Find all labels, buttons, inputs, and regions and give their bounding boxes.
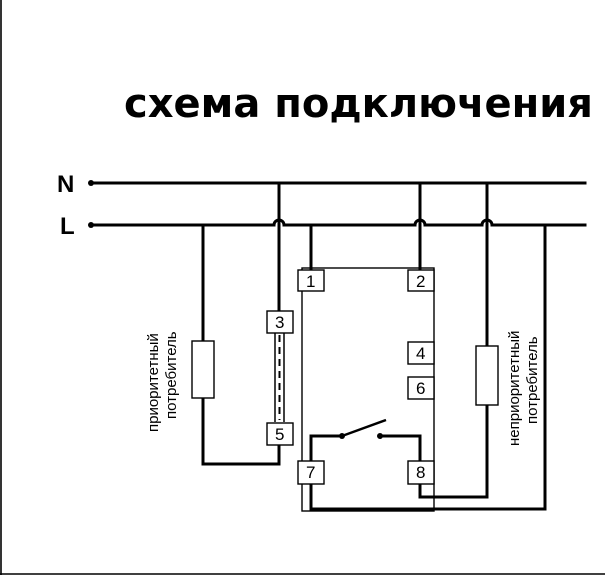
non-priority-load-label-line1: неприоритетный [506,331,523,446]
terminal-2: 2 [407,269,435,292]
priority-load-return-wire [201,396,281,466]
contact-wire-left [309,434,344,462]
non-priority-load-label-line2: потребитель [524,336,541,424]
terminal-8-number: 8 [416,463,425,482]
priority-load-label-line1: приоритетный [145,333,162,432]
terminal-3-number: 3 [275,313,284,332]
terminal-8: 8 [407,460,435,485]
terminal-2-number: 2 [416,272,425,291]
terminal-6-number: 6 [416,379,425,398]
terminal-4-number: 4 [416,344,425,363]
diagram-title: схема подключения [124,81,593,127]
terminal-5-number: 5 [275,425,284,444]
priority-load-resistor [191,340,215,399]
terminal-1: 1 [297,269,325,292]
neutral-label: N [57,171,74,198]
contact-wire-right [378,434,422,462]
terminal-5: 5 [266,422,294,446]
terminal-1-number: 1 [306,272,315,291]
live-label: L [60,213,75,240]
priority-load-label: приоритетный потребитель [145,331,180,432]
priority-load-label-line2: потребитель [163,331,180,419]
non-priority-load-wire [418,403,489,499]
terminal-4: 4 [407,341,435,365]
terminal-7-number: 7 [306,463,315,482]
terminal-6: 6 [407,376,435,400]
terminal-3: 3 [266,310,294,334]
live-bus [89,218,587,227]
contact-pivot [339,433,345,439]
non-priority-load-resistor [475,345,499,406]
contact-point [377,433,383,439]
non-priority-load-label: неприоритетный потребитель [506,331,541,446]
terminal-7: 7 [297,460,325,485]
wire-terminal-7-feed [309,223,547,511]
contact-blade [341,418,387,438]
